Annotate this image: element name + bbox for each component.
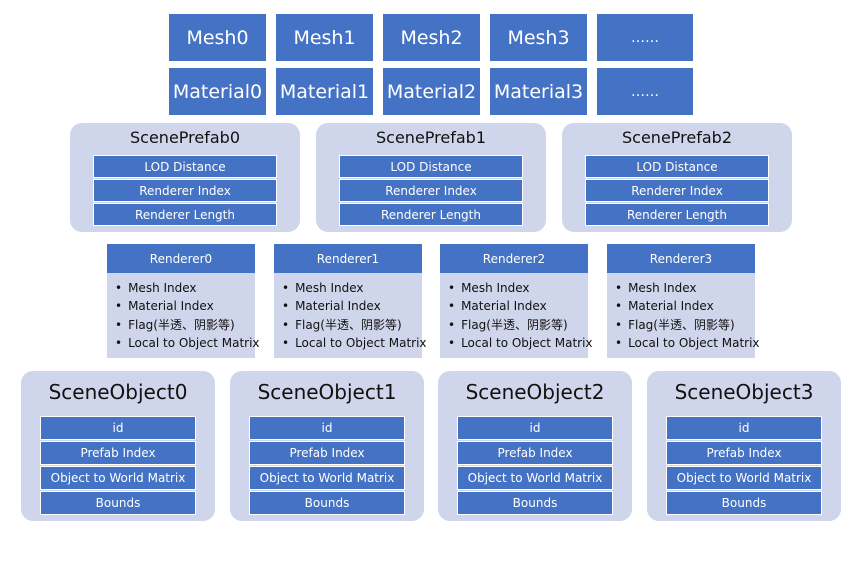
list-item: Flag(半透、阴影等) bbox=[282, 316, 427, 334]
list-item: Local to Object Matrix bbox=[282, 334, 426, 352]
object-to-world-matrix-field: Object to World Matrix bbox=[666, 466, 822, 490]
list-item: Mesh Index bbox=[115, 279, 260, 297]
object-to-world-matrix-field: Object to World Matrix bbox=[457, 466, 613, 490]
scene-object-title: SceneObject2 bbox=[465, 380, 605, 404]
prefab-index-field: Prefab Index bbox=[40, 441, 196, 465]
bounds-field: Bounds bbox=[40, 491, 196, 515]
scene-prefab-title: ScenePrefab0 bbox=[130, 128, 240, 147]
list-item: Local to Object Matrix bbox=[115, 334, 259, 352]
scene-object-panel-0: SceneObject0 id Prefab Index Object to W… bbox=[21, 371, 215, 521]
renderer-item-list: Mesh Index Material Index Flag(半透、阴影等) L… bbox=[115, 279, 260, 352]
list-item: Mesh Index bbox=[448, 279, 593, 297]
id-field: id bbox=[666, 416, 822, 440]
renderer-item-list: Mesh Index Material Index Flag(半透、阴影等) L… bbox=[448, 279, 593, 352]
renderer-header: Renderer2 bbox=[440, 244, 588, 273]
scene-prefab-panel-1: ScenePrefab1 LOD Distance Renderer Index… bbox=[316, 123, 546, 232]
renderer-panel-2: Renderer2 Mesh Index Material Index Flag… bbox=[440, 244, 593, 358]
renderer-panel-1: Renderer1 Mesh Index Material Index Flag… bbox=[274, 244, 427, 358]
scene-object-panel-3: SceneObject3 id Prefab Index Object to W… bbox=[647, 371, 841, 521]
scene-object-panel-1: SceneObject1 id Prefab Index Object to W… bbox=[230, 371, 424, 521]
bounds-field: Bounds bbox=[666, 491, 822, 515]
id-field: id bbox=[457, 416, 613, 440]
list-item: Material Index bbox=[615, 297, 760, 315]
list-item: Flag(半透、阴影等) bbox=[448, 316, 593, 334]
renderer-header: Renderer1 bbox=[274, 244, 422, 273]
renderer-header: Renderer3 bbox=[607, 244, 755, 273]
scene-object-title: SceneObject1 bbox=[257, 380, 397, 404]
bounds-field: Bounds bbox=[249, 491, 405, 515]
scene-prefab-panel-0: ScenePrefab0 LOD Distance Renderer Index… bbox=[70, 123, 300, 232]
lod-distance-field: LOD Distance bbox=[585, 155, 769, 178]
list-item: Material Index bbox=[448, 297, 593, 315]
renderer-panel-3: Renderer3 Mesh Index Material Index Flag… bbox=[607, 244, 760, 358]
renderer-length-field: Renderer Length bbox=[93, 203, 277, 226]
material-box-1: Material1 bbox=[276, 68, 373, 115]
list-item: Material Index bbox=[282, 297, 427, 315]
renderer-index-field: Renderer Index bbox=[339, 179, 523, 202]
scene-prefab-title: ScenePrefab1 bbox=[376, 128, 486, 147]
mesh-box-1: Mesh1 bbox=[276, 14, 373, 61]
lod-distance-field: LOD Distance bbox=[339, 155, 523, 178]
scene-object-panel-2: SceneObject2 id Prefab Index Object to W… bbox=[438, 371, 632, 521]
renderer-item-list: Mesh Index Material Index Flag(半透、阴影等) L… bbox=[282, 279, 427, 352]
list-item: Flag(半透、阴影等) bbox=[615, 316, 760, 334]
list-item: Local to Object Matrix bbox=[448, 334, 592, 352]
renderer-panel-0: Renderer0 Mesh Index Material Index Flag… bbox=[107, 244, 260, 358]
material-box-more: …… bbox=[597, 68, 693, 115]
prefab-index-field: Prefab Index bbox=[457, 441, 613, 465]
material-box-3: Material3 bbox=[490, 68, 587, 115]
id-field: id bbox=[249, 416, 405, 440]
scene-object-title: SceneObject0 bbox=[48, 380, 188, 404]
list-item: Local to Object Matrix bbox=[615, 334, 759, 352]
scene-prefab-panel-2: ScenePrefab2 LOD Distance Renderer Index… bbox=[562, 123, 792, 232]
renderer-index-field: Renderer Index bbox=[585, 179, 769, 202]
renderer-item-list: Mesh Index Material Index Flag(半透、阴影等) L… bbox=[615, 279, 760, 352]
list-item: Mesh Index bbox=[615, 279, 760, 297]
bounds-field: Bounds bbox=[457, 491, 613, 515]
id-field: id bbox=[40, 416, 196, 440]
scene-object-title: SceneObject3 bbox=[674, 380, 814, 404]
renderer-length-field: Renderer Length bbox=[585, 203, 769, 226]
list-item: Mesh Index bbox=[282, 279, 427, 297]
object-to-world-matrix-field: Object to World Matrix bbox=[40, 466, 196, 490]
prefab-index-field: Prefab Index bbox=[249, 441, 405, 465]
renderer-index-field: Renderer Index bbox=[93, 179, 277, 202]
prefab-index-field: Prefab Index bbox=[666, 441, 822, 465]
lod-distance-field: LOD Distance bbox=[93, 155, 277, 178]
list-item: Flag(半透、阴影等) bbox=[115, 316, 260, 334]
object-to-world-matrix-field: Object to World Matrix bbox=[249, 466, 405, 490]
mesh-box-3: Mesh3 bbox=[490, 14, 587, 61]
renderer-length-field: Renderer Length bbox=[339, 203, 523, 226]
mesh-box-0: Mesh0 bbox=[169, 14, 266, 61]
mesh-box-more: …… bbox=[597, 14, 693, 61]
scene-prefab-title: ScenePrefab2 bbox=[622, 128, 732, 147]
renderer-header: Renderer0 bbox=[107, 244, 255, 273]
material-box-2: Material2 bbox=[383, 68, 480, 115]
mesh-box-2: Mesh2 bbox=[383, 14, 480, 61]
list-item: Material Index bbox=[115, 297, 260, 315]
material-box-0: Material0 bbox=[169, 68, 266, 115]
